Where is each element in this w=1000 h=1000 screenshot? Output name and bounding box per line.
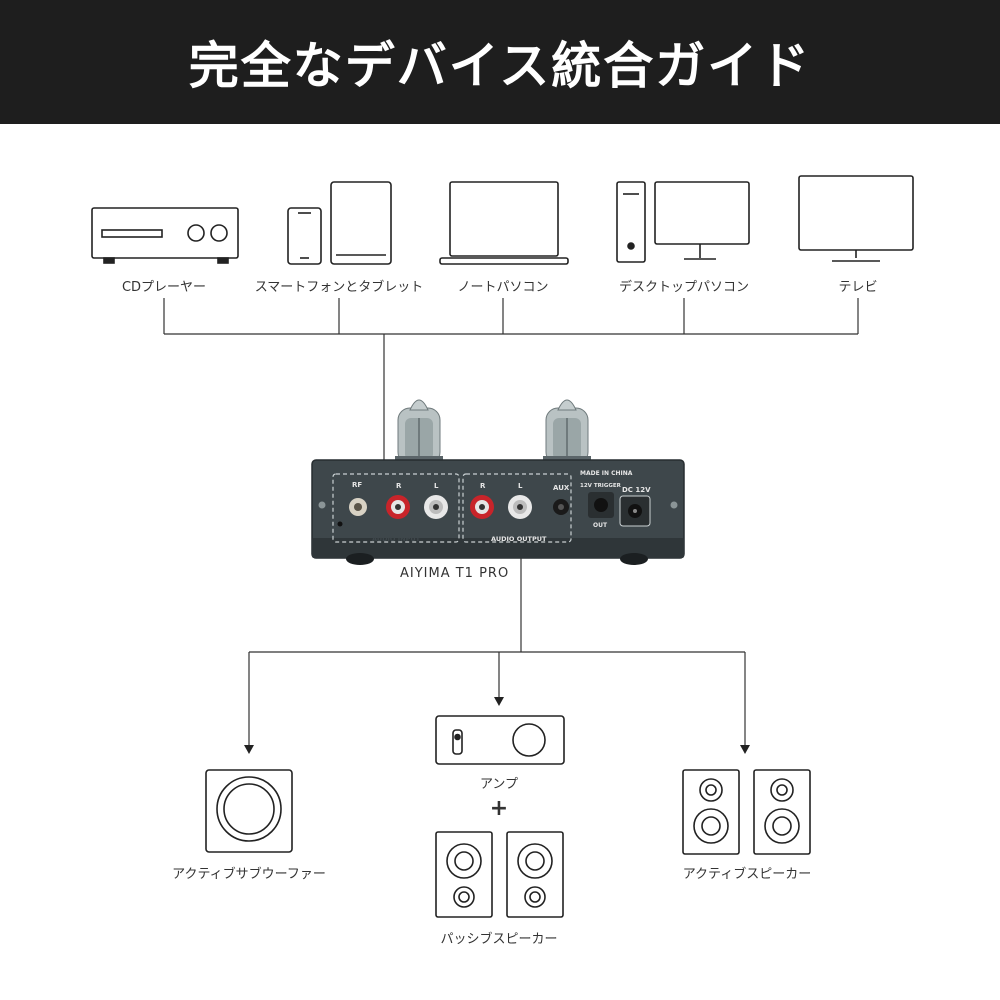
source-label-desktop: デスクトップパソコン <box>618 280 750 295</box>
source-label-laptop: ノートパソコン <box>457 280 549 295</box>
device-foot-left <box>346 553 374 565</box>
output-label-subwoofer: アクティブサブウーファー <box>172 867 326 882</box>
panel-input-r-label: R <box>396 482 402 490</box>
device-aiyima-t1-pro: RF R L R L AUX AUDIO INPUT AUDIO OUTPUT … <box>311 399 685 565</box>
active-speakers-icon <box>682 769 811 855</box>
panel-audio-input-label: AUDIO INPUT <box>372 535 421 543</box>
smartphone-tablet-icon <box>287 181 392 265</box>
input-jack-l <box>424 495 448 519</box>
trigger-jack <box>588 492 614 518</box>
audio-output-section <box>462 473 572 543</box>
panel-input-l-label: L <box>434 482 439 490</box>
output-bus-lines <box>248 558 746 746</box>
vacuum-tube-right <box>543 399 591 465</box>
passive-speakers-icon <box>435 831 564 918</box>
source-label-smartphone-tablet: スマートフォンとタブレット <box>254 280 424 295</box>
title-banner: 完全なデバイス統合ガイド <box>0 0 1000 124</box>
panel-dc-label: DC 12V <box>622 486 651 494</box>
product-name: AIYIMA T1 PRO <box>400 566 510 581</box>
output-jack-r <box>470 495 494 519</box>
output-label-active-speakers: アクティブスピーカー <box>682 867 812 882</box>
plus-sign: + <box>489 796 509 821</box>
desktop-pc-icon <box>616 181 750 263</box>
arrow-to-subwoofer <box>244 745 254 754</box>
output-label-passive-speakers: パッシブスピーカー <box>440 932 558 947</box>
arrow-heads <box>244 697 750 754</box>
arrow-to-active-speakers <box>740 745 750 754</box>
aux-jack <box>553 499 569 515</box>
arrow-to-amplifier <box>494 697 504 706</box>
rf-jack <box>349 498 367 516</box>
amplifier-icon <box>435 715 565 765</box>
laptop-icon <box>439 181 569 265</box>
output-label-amplifier: アンプ <box>479 777 519 792</box>
panel-output-l-label: L <box>518 482 523 490</box>
panel-out-label: OUT <box>593 522 608 529</box>
subwoofer-icon <box>205 769 293 853</box>
page-title: 完全なデバイス統合ガイド <box>188 37 812 95</box>
source-label-tv: テレビ <box>838 280 878 295</box>
cd-player-icon <box>91 207 239 264</box>
panel-trigger-label: 12V TRIGGER <box>580 483 622 489</box>
panel-rf-label: RF <box>352 481 362 489</box>
device-foot-right <box>620 553 648 565</box>
dc-power-jack <box>619 495 651 527</box>
panel-audio-output-label: AUDIO OUTPUT <box>491 535 547 543</box>
source-bus-lines <box>163 298 859 482</box>
panel-made-in-label: MADE IN CHINA <box>580 470 633 477</box>
tv-icon <box>798 175 914 262</box>
panel-output-r-label: R <box>480 482 486 490</box>
vacuum-tube-left <box>395 399 443 465</box>
output-jack-l <box>508 495 532 519</box>
audio-input-section <box>332 473 460 543</box>
panel-aux-label: AUX <box>553 484 570 492</box>
input-jack-r <box>386 495 410 519</box>
source-label-cd-player: CDプレーヤー <box>121 280 207 295</box>
